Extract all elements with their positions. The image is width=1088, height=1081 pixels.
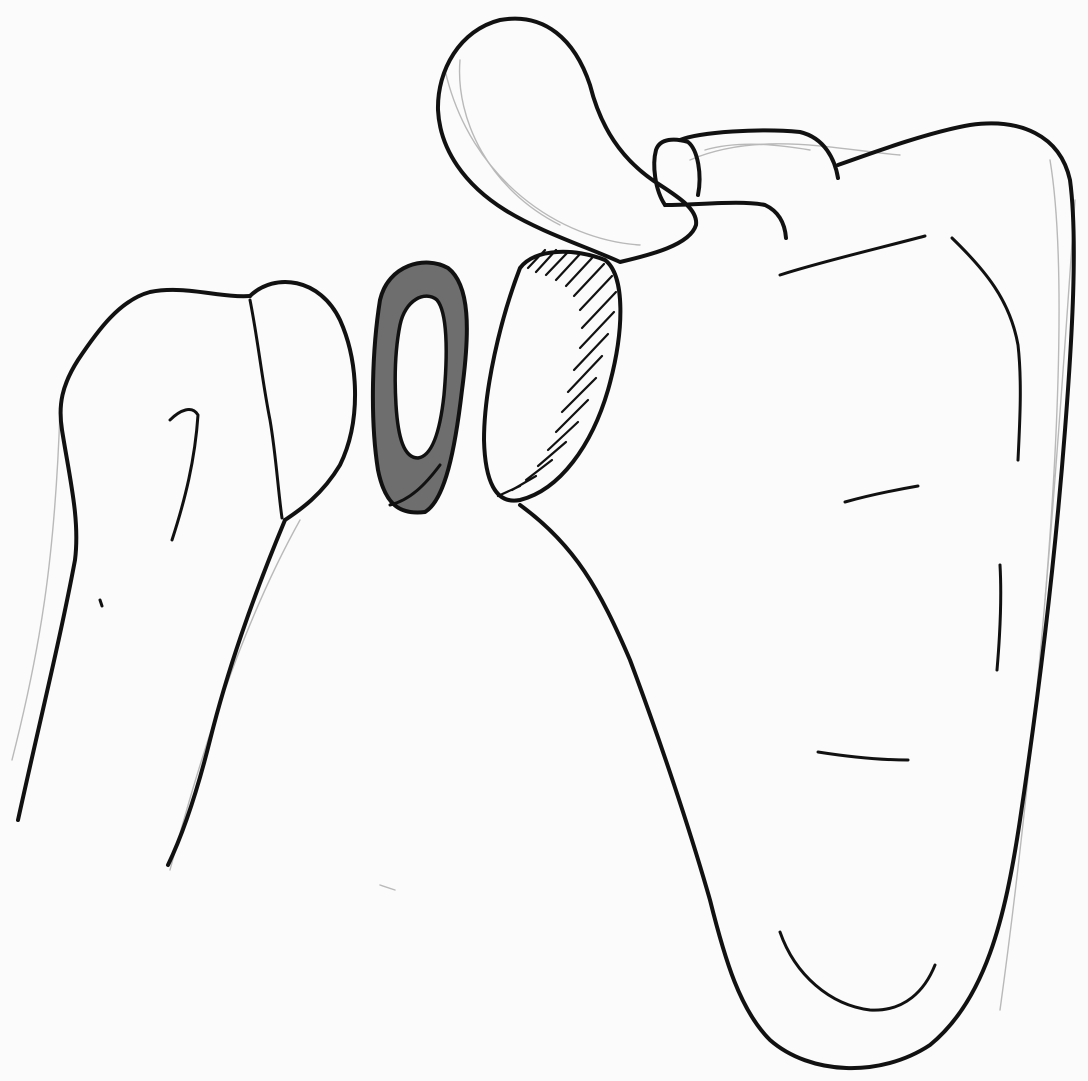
humeral-head — [18, 282, 355, 865]
labrum-ring — [373, 263, 467, 513]
glenoid-hatching — [498, 250, 616, 496]
acromion-process — [654, 130, 838, 238]
glenoid-fossa — [484, 250, 620, 501]
